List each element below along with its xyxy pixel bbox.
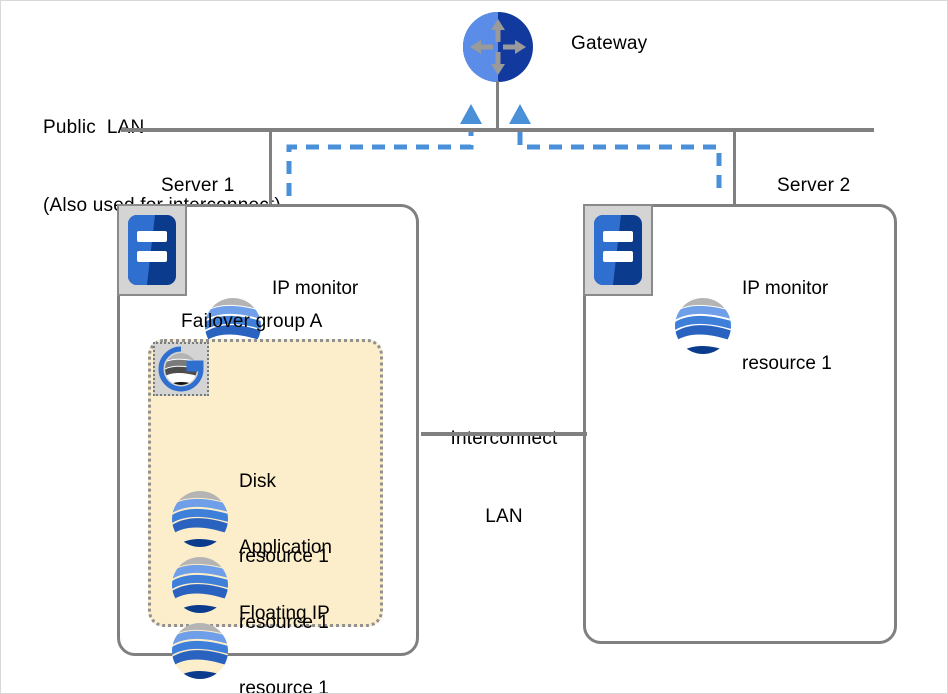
failover-resource-floating-ip: Floating IP resource 1 — [171, 551, 330, 694]
public-lan-drop-server1 — [269, 128, 272, 206]
failover-resource-disk-label: Disk resource 1 — [239, 471, 329, 567]
interconnect-lan-label: Interconnect LAN — [421, 374, 587, 582]
server2-server-icon — [583, 204, 653, 296]
server2-ip-monitor-resource: IP monitor resource 1 — [674, 226, 832, 426]
interconnect-lan-line — [421, 432, 587, 436]
server2-ip-monitor-label: IP monitor resource 1 — [742, 278, 832, 374]
resource-globe-icon — [171, 556, 229, 614]
interconnect-lan-label-line2: LAN — [485, 506, 523, 527]
gateway-stem-line — [496, 81, 499, 131]
gateway-label: Gateway — [571, 33, 648, 54]
server1-label: Server 1 — [161, 175, 235, 196]
resource-globe-icon — [171, 490, 229, 548]
ip-monitor-path-server2 — [509, 104, 722, 196]
interconnect-lan-label-line1: Interconnect — [450, 428, 558, 449]
failover-group-label: Failover group A — [181, 311, 323, 332]
failover-group-icon — [153, 342, 209, 396]
server1-server-icon — [117, 204, 187, 296]
failover-resource-application: Application resource 1 — [171, 485, 332, 685]
gateway-icon — [462, 11, 534, 83]
server2-label: Server 2 — [777, 175, 851, 196]
resource-globe-icon — [171, 622, 229, 680]
ip-monitor-path-server1 — [286, 104, 482, 196]
resource-globe-icon — [674, 297, 732, 355]
failover-resource-disk: Disk resource 1 — [171, 419, 329, 619]
public-lan-drop-server2 — [733, 128, 736, 206]
public-lan-label-line1: Public LAN — [43, 117, 145, 138]
failover-resource-application-label: Application resource 1 — [239, 537, 332, 633]
public-lan-bus-line — [121, 128, 874, 132]
failover-resource-floating-ip-label: Floating IP resource 1 — [239, 603, 330, 694]
